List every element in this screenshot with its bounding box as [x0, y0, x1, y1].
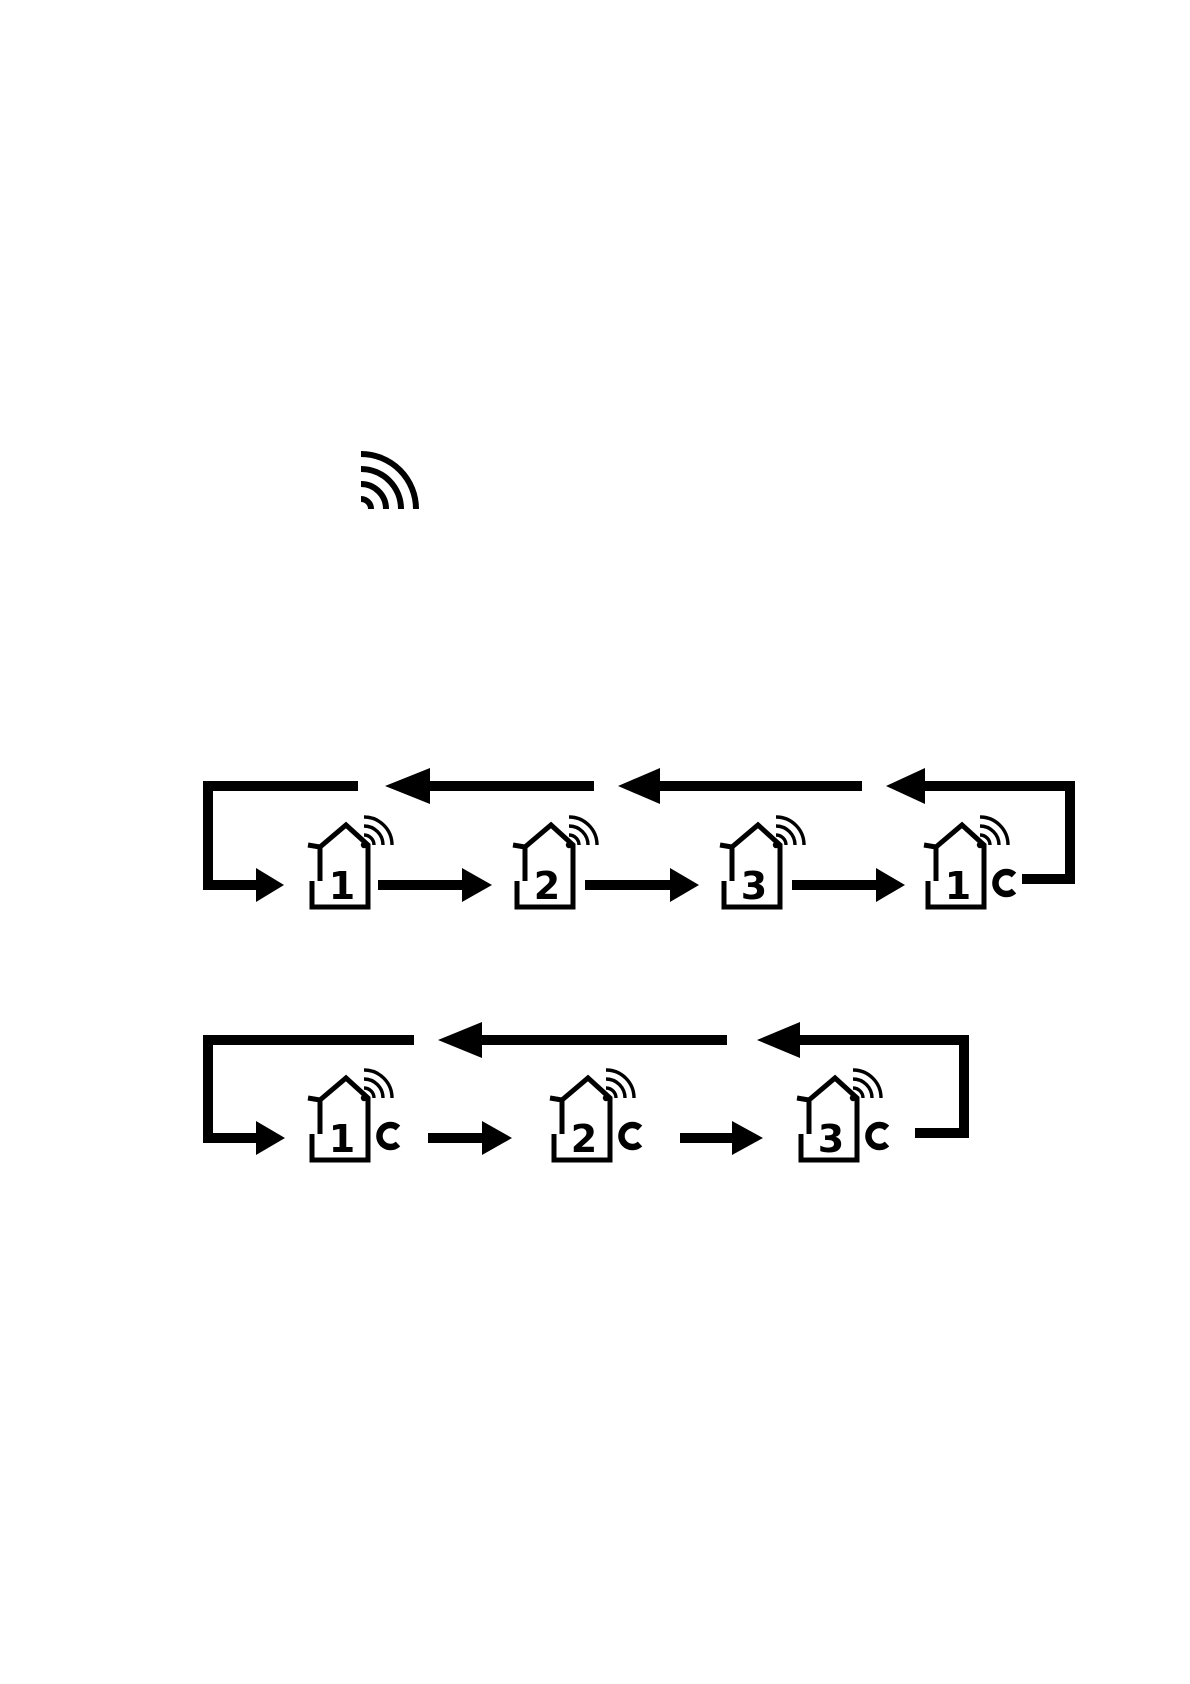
row1-step-2: 2 [513, 817, 597, 908]
row1-step-4: 1 [924, 817, 1014, 908]
row1-step-1: 1 [308, 817, 392, 908]
c-badge-icon [868, 1125, 887, 1147]
c-badge-icon [621, 1125, 640, 1147]
channel-number: 3 [818, 1117, 844, 1161]
c-badge-icon [379, 1125, 398, 1147]
channel-number: 3 [741, 864, 767, 908]
row1-step-3: 3 [720, 817, 804, 908]
c-badge-icon [995, 872, 1014, 894]
channel-number: 2 [534, 864, 560, 908]
row2-step-2: 2 [550, 1070, 640, 1161]
channel-number: 1 [945, 864, 971, 908]
channel-number: 2 [571, 1117, 597, 1161]
channel-number: 1 [329, 1117, 355, 1161]
wireless-signal-icon [361, 454, 416, 509]
channel-number: 1 [329, 864, 355, 908]
row2-step-1: 1 [308, 1070, 398, 1161]
row2-step-3: 3 [797, 1070, 887, 1161]
